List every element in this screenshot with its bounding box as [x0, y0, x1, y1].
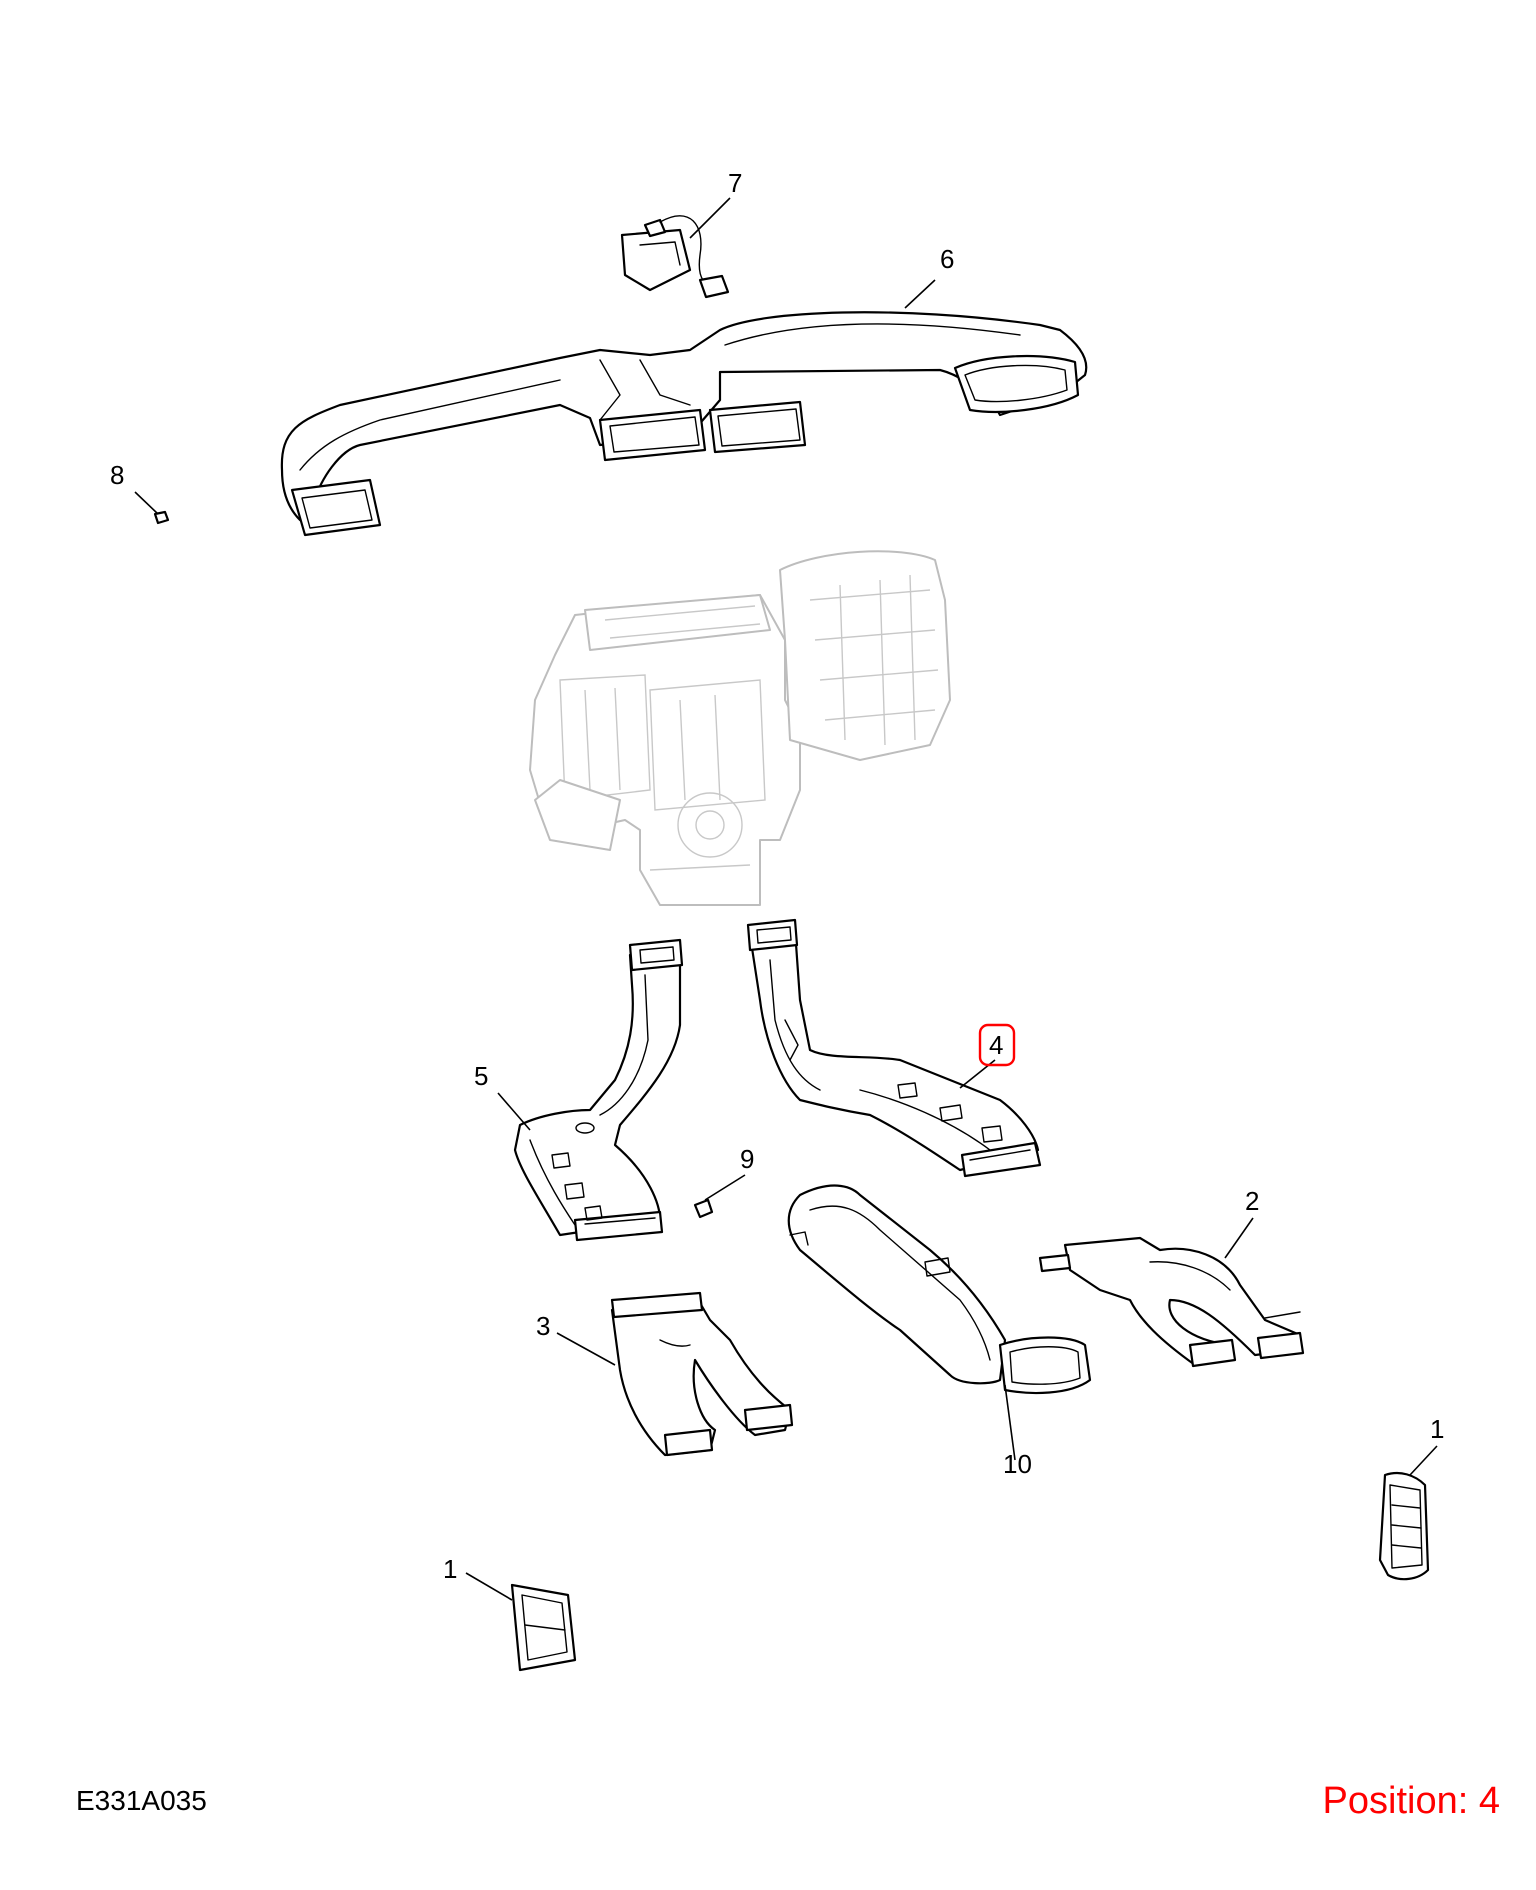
part-10-center-duct[interactable] — [787, 1184, 1092, 1395]
drawing-reference-code: E331A035 — [76, 1785, 207, 1816]
part-9-nut[interactable] — [693, 1198, 714, 1219]
callout-9: 9 — [740, 1144, 754, 1174]
callout-numbers: 7 6 8 5 9 2 3 10 1 1 4 — [110, 168, 1444, 1584]
part-1-vent-left[interactable] — [510, 1583, 577, 1672]
callout-6: 6 — [940, 244, 954, 274]
part-2-rear-right-duct[interactable] — [1038, 1236, 1305, 1368]
part-4-right-floor-duct[interactable] — [746, 918, 1042, 1178]
callout-2: 2 — [1245, 1186, 1259, 1216]
part-1-vent-right[interactable] — [1378, 1471, 1430, 1581]
callout-8: 8 — [110, 460, 124, 490]
part-8-clip[interactable] — [153, 510, 170, 525]
hvac-module-reference — [529, 550, 951, 906]
callout-4[interactable]: 4 — [989, 1030, 1003, 1060]
callout-7: 7 — [728, 168, 742, 198]
part-5-left-floor-duct[interactable] — [513, 938, 684, 1242]
callout-5: 5 — [474, 1061, 488, 1091]
position-indicator: Position: 4 — [1322, 1780, 1500, 1822]
callout-3: 3 — [536, 1311, 550, 1341]
callout-4-highlight — [978, 1023, 1016, 1067]
part-3-rear-left-duct[interactable] — [610, 1291, 794, 1457]
callout-10: 10 — [1003, 1449, 1032, 1479]
part-6-dash-duct[interactable] — [280, 311, 1088, 537]
leader-lines — [134, 197, 1438, 1601]
callout-1-right: 1 — [1430, 1414, 1444, 1444]
part-7-sensor[interactable] — [620, 215, 730, 299]
callout-1-left: 1 — [443, 1554, 457, 1584]
